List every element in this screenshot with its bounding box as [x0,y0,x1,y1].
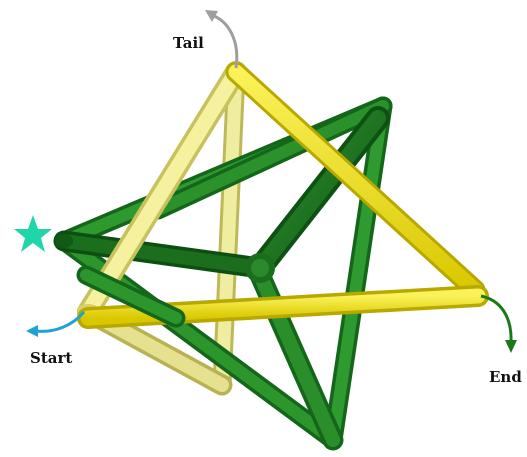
tube-yellow [88,72,478,318]
end-label: End [489,368,522,386]
center-joint-highlight [251,259,269,277]
star-icon [14,215,52,252]
end-arrow-icon [481,296,517,353]
start-label: Start [30,349,72,367]
tube-pale-back [222,72,236,385]
start-arrow-icon [26,312,84,337]
tail-arrow-icon [205,10,237,68]
tail-label: Tail [173,34,204,52]
green-end-cap [55,234,73,248]
